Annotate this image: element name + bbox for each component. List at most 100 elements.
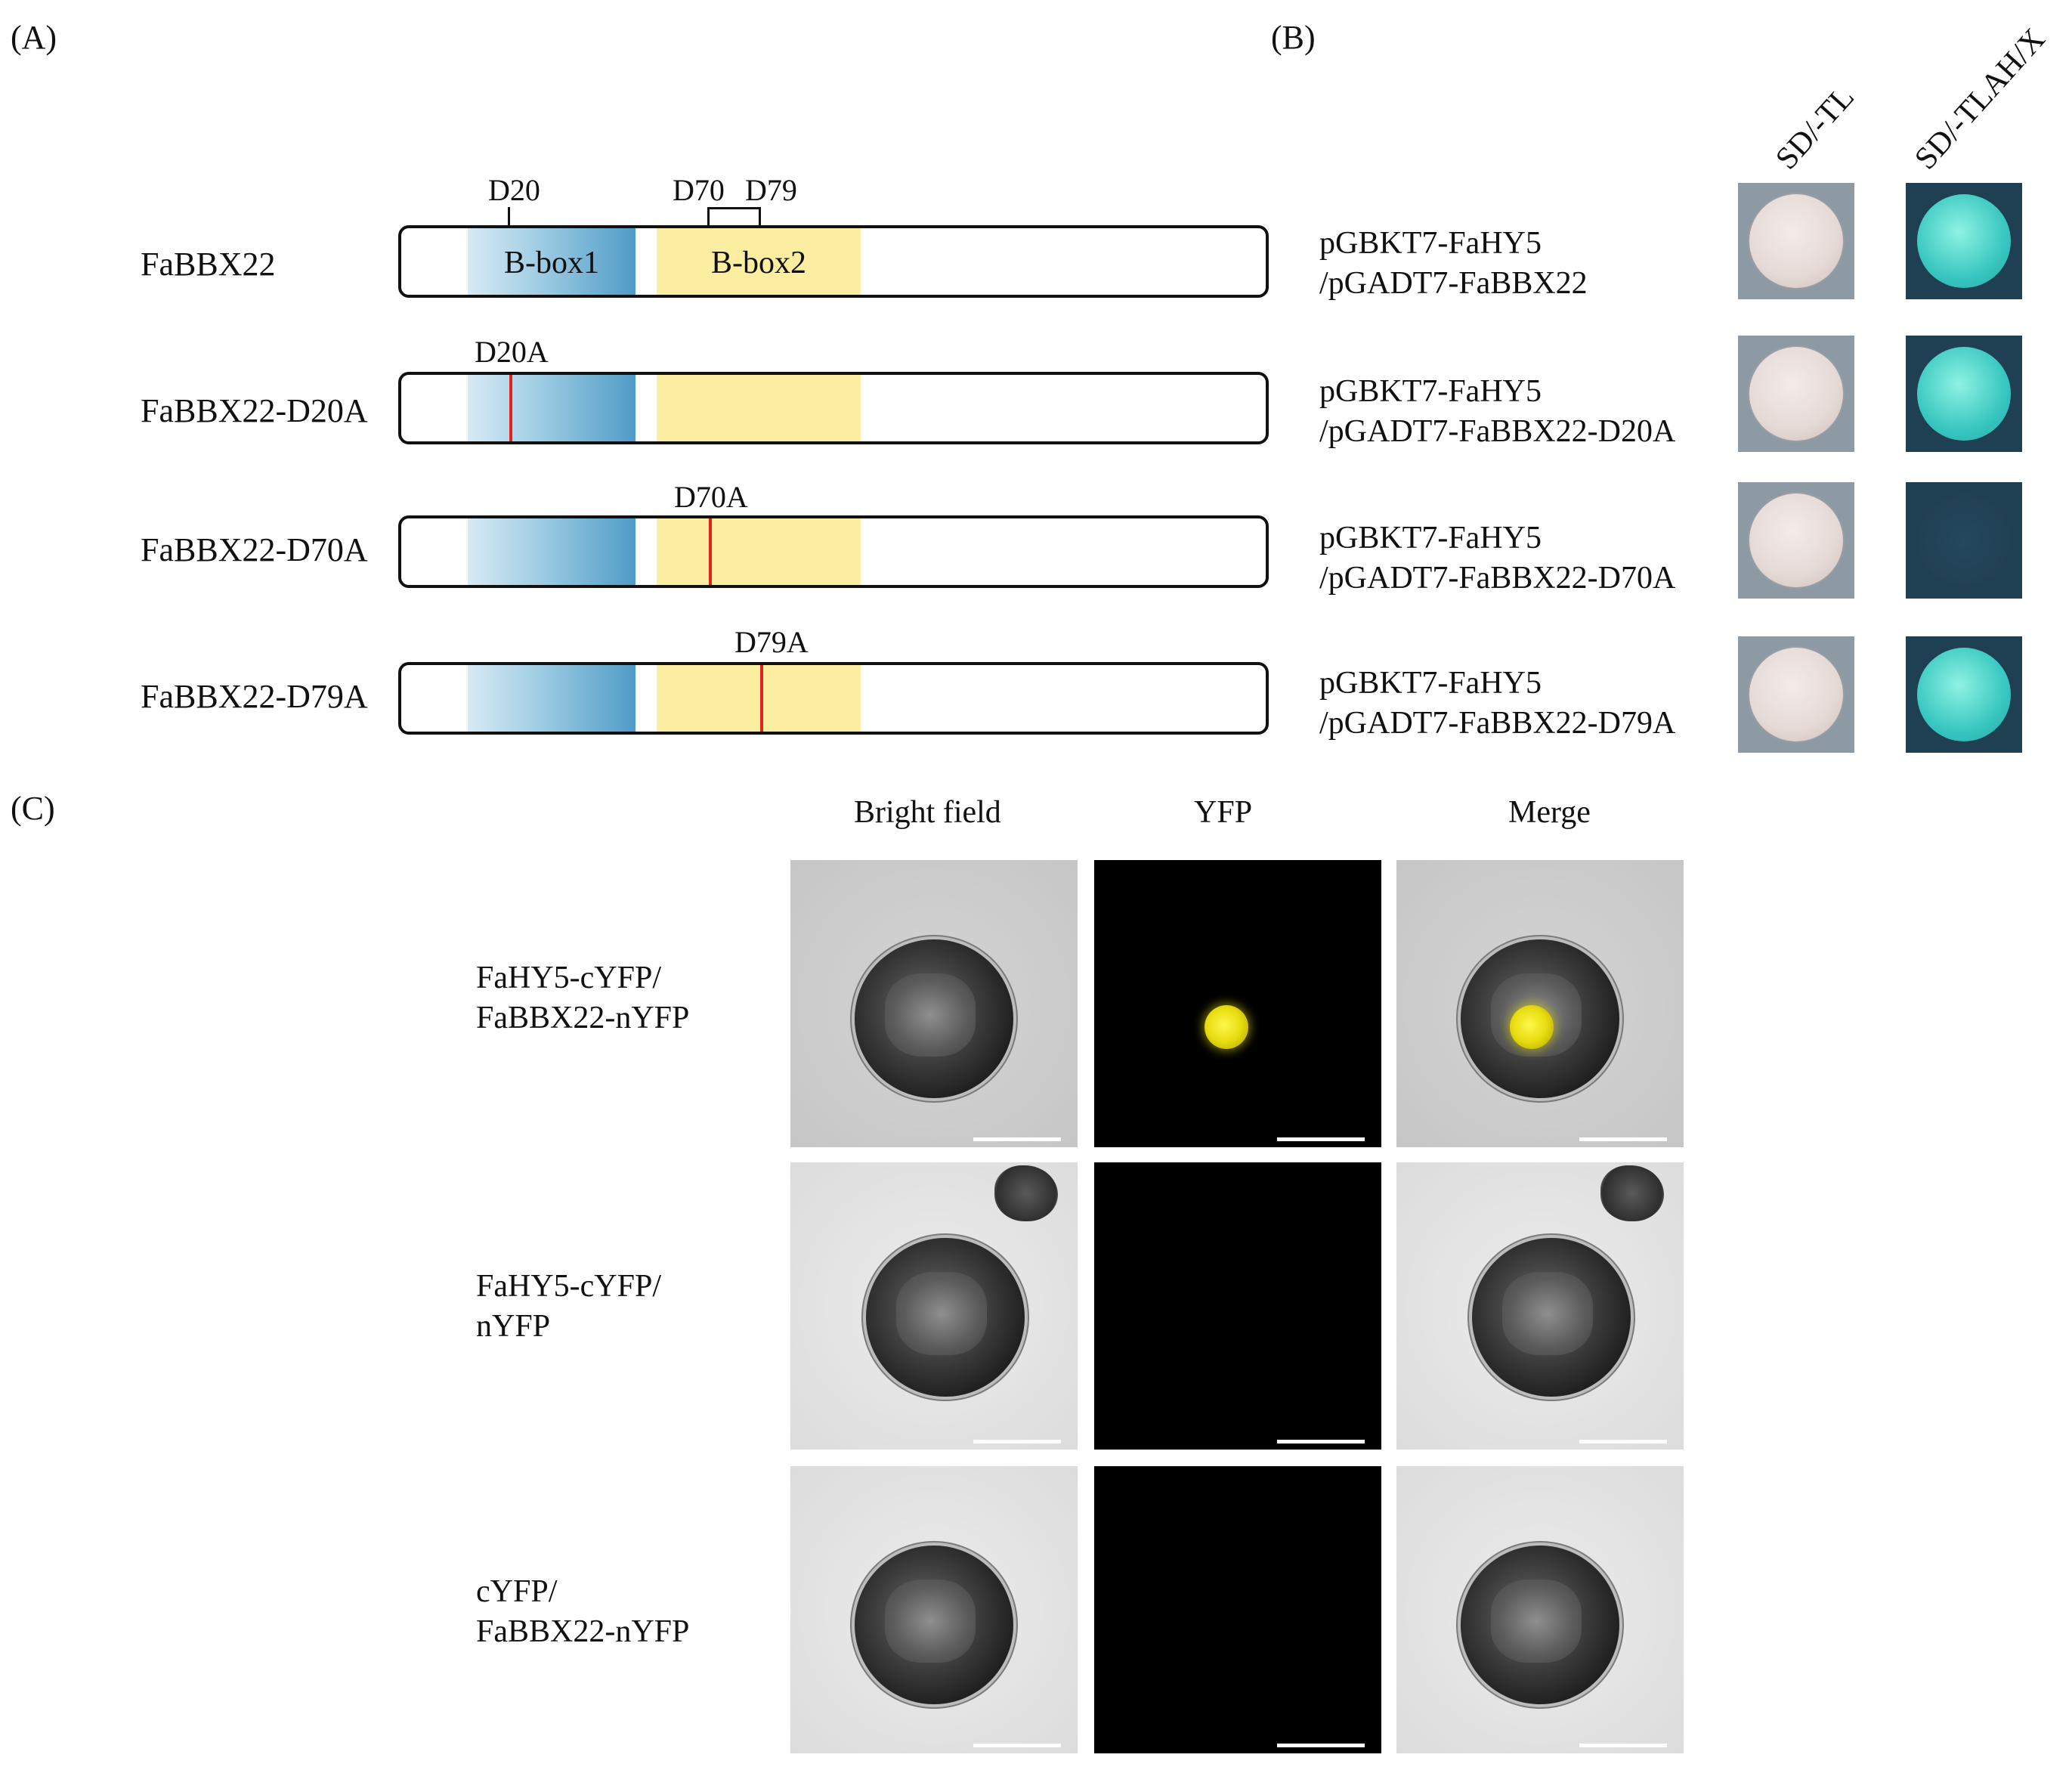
scale-bar: [973, 1137, 1061, 1141]
protoplast: [855, 939, 1013, 1098]
y2h-bait: pGBKT7-FaHY5: [1319, 374, 1542, 409]
bifc-construct-1: FaHY5-cYFP/: [476, 961, 662, 995]
plate-sd-tlahx-fabbx22-d20a: [1906, 336, 2022, 452]
panel-label-a: (A): [11, 19, 57, 56]
scale-bar: [1579, 1440, 1667, 1444]
yfp-nucleus-signal: [1205, 1005, 1248, 1049]
bright-field-image-row2: [790, 1162, 1078, 1450]
protein-fabbx22-d20a: [398, 372, 1269, 444]
colony: [1749, 494, 1843, 587]
colony: [1749, 347, 1843, 441]
yfp-nucleus-signal: [1510, 1005, 1554, 1049]
plate-sd-tl-fabbx22-d70a: [1738, 482, 1854, 599]
row-label-fabbx22-d70a: FaBBX22-D70A: [141, 531, 368, 568]
yfp-image-row1: [1094, 860, 1381, 1147]
row-label-fabbx22-d20a: FaBBX22-D20A: [141, 392, 368, 429]
bbox1-domain: [468, 375, 636, 441]
site-tick-d79: [759, 207, 761, 227]
protein-fabbx22: B-box1 B-box2: [398, 225, 1269, 298]
protein-fabbx22-d70a: [398, 515, 1269, 588]
bbox2-domain: [657, 518, 861, 585]
mutation-line-d79a: [760, 665, 763, 732]
site-tick-d20-top: [508, 207, 510, 209]
bbox2-domain: [657, 375, 861, 441]
bifc-construct-2: FaBBX22-nYFP: [476, 1000, 690, 1035]
bbox2-label: B-box2: [711, 246, 806, 280]
y2h-label-fabbx22: pGBKT7-FaHY5 /pGADT7-FaBBX22: [1319, 224, 1588, 303]
plate-sd-tl-fabbx22: [1738, 183, 1854, 299]
bbox1-domain: B-box1: [468, 228, 636, 295]
plate-sd-tlahx-fabbx22-d79a: [1906, 636, 2022, 753]
protoplast: [1461, 1546, 1619, 1704]
cell-interior: [1502, 1272, 1593, 1355]
scale-bar: [973, 1744, 1061, 1747]
panel-label-c: (C): [11, 790, 55, 827]
bbox2-domain: [657, 665, 861, 732]
site-label-d79: D79: [745, 173, 797, 207]
y2h-prey: /pGADT7-FaBBX22-D20A: [1319, 413, 1676, 449]
yfp-image-row2: [1094, 1162, 1381, 1450]
yfp-image-row3: [1094, 1466, 1381, 1753]
y2h-label-fabbx22-d70a: pGBKT7-FaHY5 /pGADT7-FaBBX22-D70A: [1319, 518, 1675, 598]
merge-image-row2: [1396, 1162, 1684, 1450]
cell-interior: [885, 973, 976, 1057]
protoplast: [855, 1546, 1013, 1704]
bbox2-domain: B-box2: [657, 228, 861, 295]
colony: [1917, 194, 2011, 288]
scale-bar: [973, 1440, 1061, 1444]
plate-sd-tl-fabbx22-d20a: [1738, 336, 1854, 452]
mutation-label-d70a: D70A: [674, 480, 748, 514]
cell-interior: [1491, 1580, 1582, 1663]
site-tick-bar-d70-d79: [707, 207, 761, 209]
panel-label-b: (B): [1271, 19, 1316, 56]
protein-fabbx22-d79a: [398, 662, 1269, 735]
debris: [1600, 1165, 1664, 1221]
row-label-fabbx22: FaBBX22: [141, 246, 276, 283]
y2h-prey: /pGADT7-FaBBX22: [1319, 265, 1588, 301]
site-label-d20: D20: [488, 173, 540, 207]
mutation-line-d20a: [509, 375, 512, 441]
column-head-merge: Merge: [1508, 795, 1591, 830]
bifc-label-row1: FaHY5-cYFP/ FaBBX22-nYFP: [476, 958, 689, 1038]
bifc-construct-1: FaHY5-cYFP/: [476, 1269, 662, 1304]
colony: [1917, 648, 2011, 741]
plate-sd-tlahx-fabbx22-d70a: [1906, 482, 2022, 599]
scale-bar: [1579, 1744, 1667, 1747]
bbox1-domain: [468, 518, 636, 585]
y2h-label-fabbx22-d20a: pGBKT7-FaHY5 /pGADT7-FaBBX22-D20A: [1319, 372, 1675, 451]
column-head-bright-field: Bright field: [854, 795, 1001, 830]
row-label-fabbx22-d79a: FaBBX22-D79A: [141, 678, 368, 715]
colony-absent: [1917, 494, 2011, 587]
scale-bar: [1579, 1137, 1667, 1141]
colony: [1917, 347, 2011, 441]
bright-field-image-row3: [790, 1466, 1078, 1753]
y2h-bait: pGBKT7-FaHY5: [1319, 666, 1542, 701]
merge-image-row3: [1396, 1466, 1684, 1753]
column-head-yfp: YFP: [1194, 795, 1253, 830]
plate-sd-tlahx-fabbx22: [1906, 183, 2022, 299]
cell-interior: [896, 1272, 987, 1355]
site-tick-d20: [508, 207, 510, 227]
site-label-d70: D70: [673, 173, 725, 207]
protoplast: [866, 1238, 1025, 1397]
medium-label-sd-tl: SD/-TL: [1769, 79, 1861, 177]
bifc-construct-1: cYFP/: [476, 1574, 558, 1609]
scale-bar: [1277, 1137, 1365, 1141]
colony: [1749, 648, 1843, 741]
medium-label-sd-tlahx: SD/-TLAH/X: [1908, 22, 2052, 177]
y2h-label-fabbx22-d79a: pGBKT7-FaHY5 /pGADT7-FaBBX22-D79A: [1319, 664, 1675, 743]
bifc-construct-2: nYFP: [476, 1308, 551, 1344]
merge-image-row1: [1396, 860, 1684, 1147]
mutation-label-d79a: D79A: [734, 625, 809, 659]
bifc-construct-2: FaBBX22-nYFP: [476, 1614, 690, 1649]
y2h-prey: /pGADT7-FaBBX22-D70A: [1319, 560, 1676, 596]
bifc-label-row2: FaHY5-cYFP/ nYFP: [476, 1267, 661, 1346]
bbox1-domain: [468, 665, 636, 732]
bright-field-image-row1: [790, 860, 1078, 1147]
scale-bar: [1277, 1440, 1365, 1444]
mutation-line-d70a: [709, 518, 712, 585]
bifc-label-row3: cYFP/ FaBBX22-nYFP: [476, 1572, 689, 1651]
site-tick-d70: [707, 207, 710, 227]
debris: [994, 1165, 1058, 1221]
cell-interior: [885, 1580, 976, 1663]
